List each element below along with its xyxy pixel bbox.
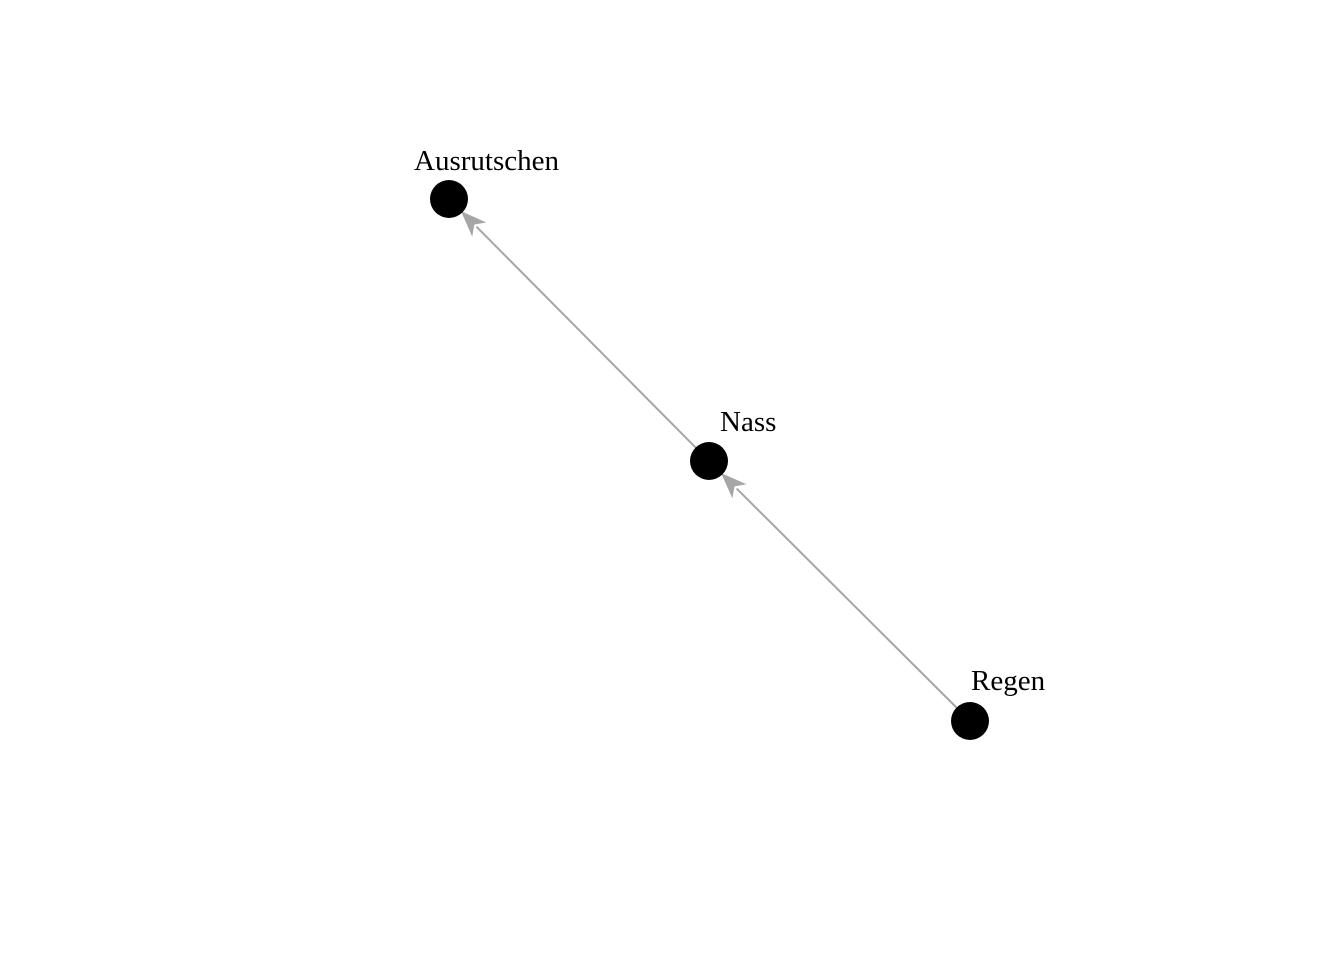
- edge-nass-to-ausrutschen: [460, 211, 698, 450]
- arrowhead: [460, 211, 487, 237]
- edges-layer: [460, 211, 959, 710]
- nodes-layer: [430, 180, 989, 740]
- arrowhead: [721, 472, 747, 499]
- edge-line: [735, 487, 959, 710]
- node-nass: [690, 442, 728, 480]
- node-label-ausrutschen: Ausrutschen: [414, 145, 559, 177]
- edge-line: [475, 225, 698, 450]
- edge-regen-to-nass: [721, 472, 959, 710]
- node-ausrutschen: [430, 180, 468, 218]
- node-label-regen: Regen: [971, 665, 1046, 697]
- node-label-nass: Nass: [720, 406, 776, 438]
- node-regen: [951, 702, 989, 740]
